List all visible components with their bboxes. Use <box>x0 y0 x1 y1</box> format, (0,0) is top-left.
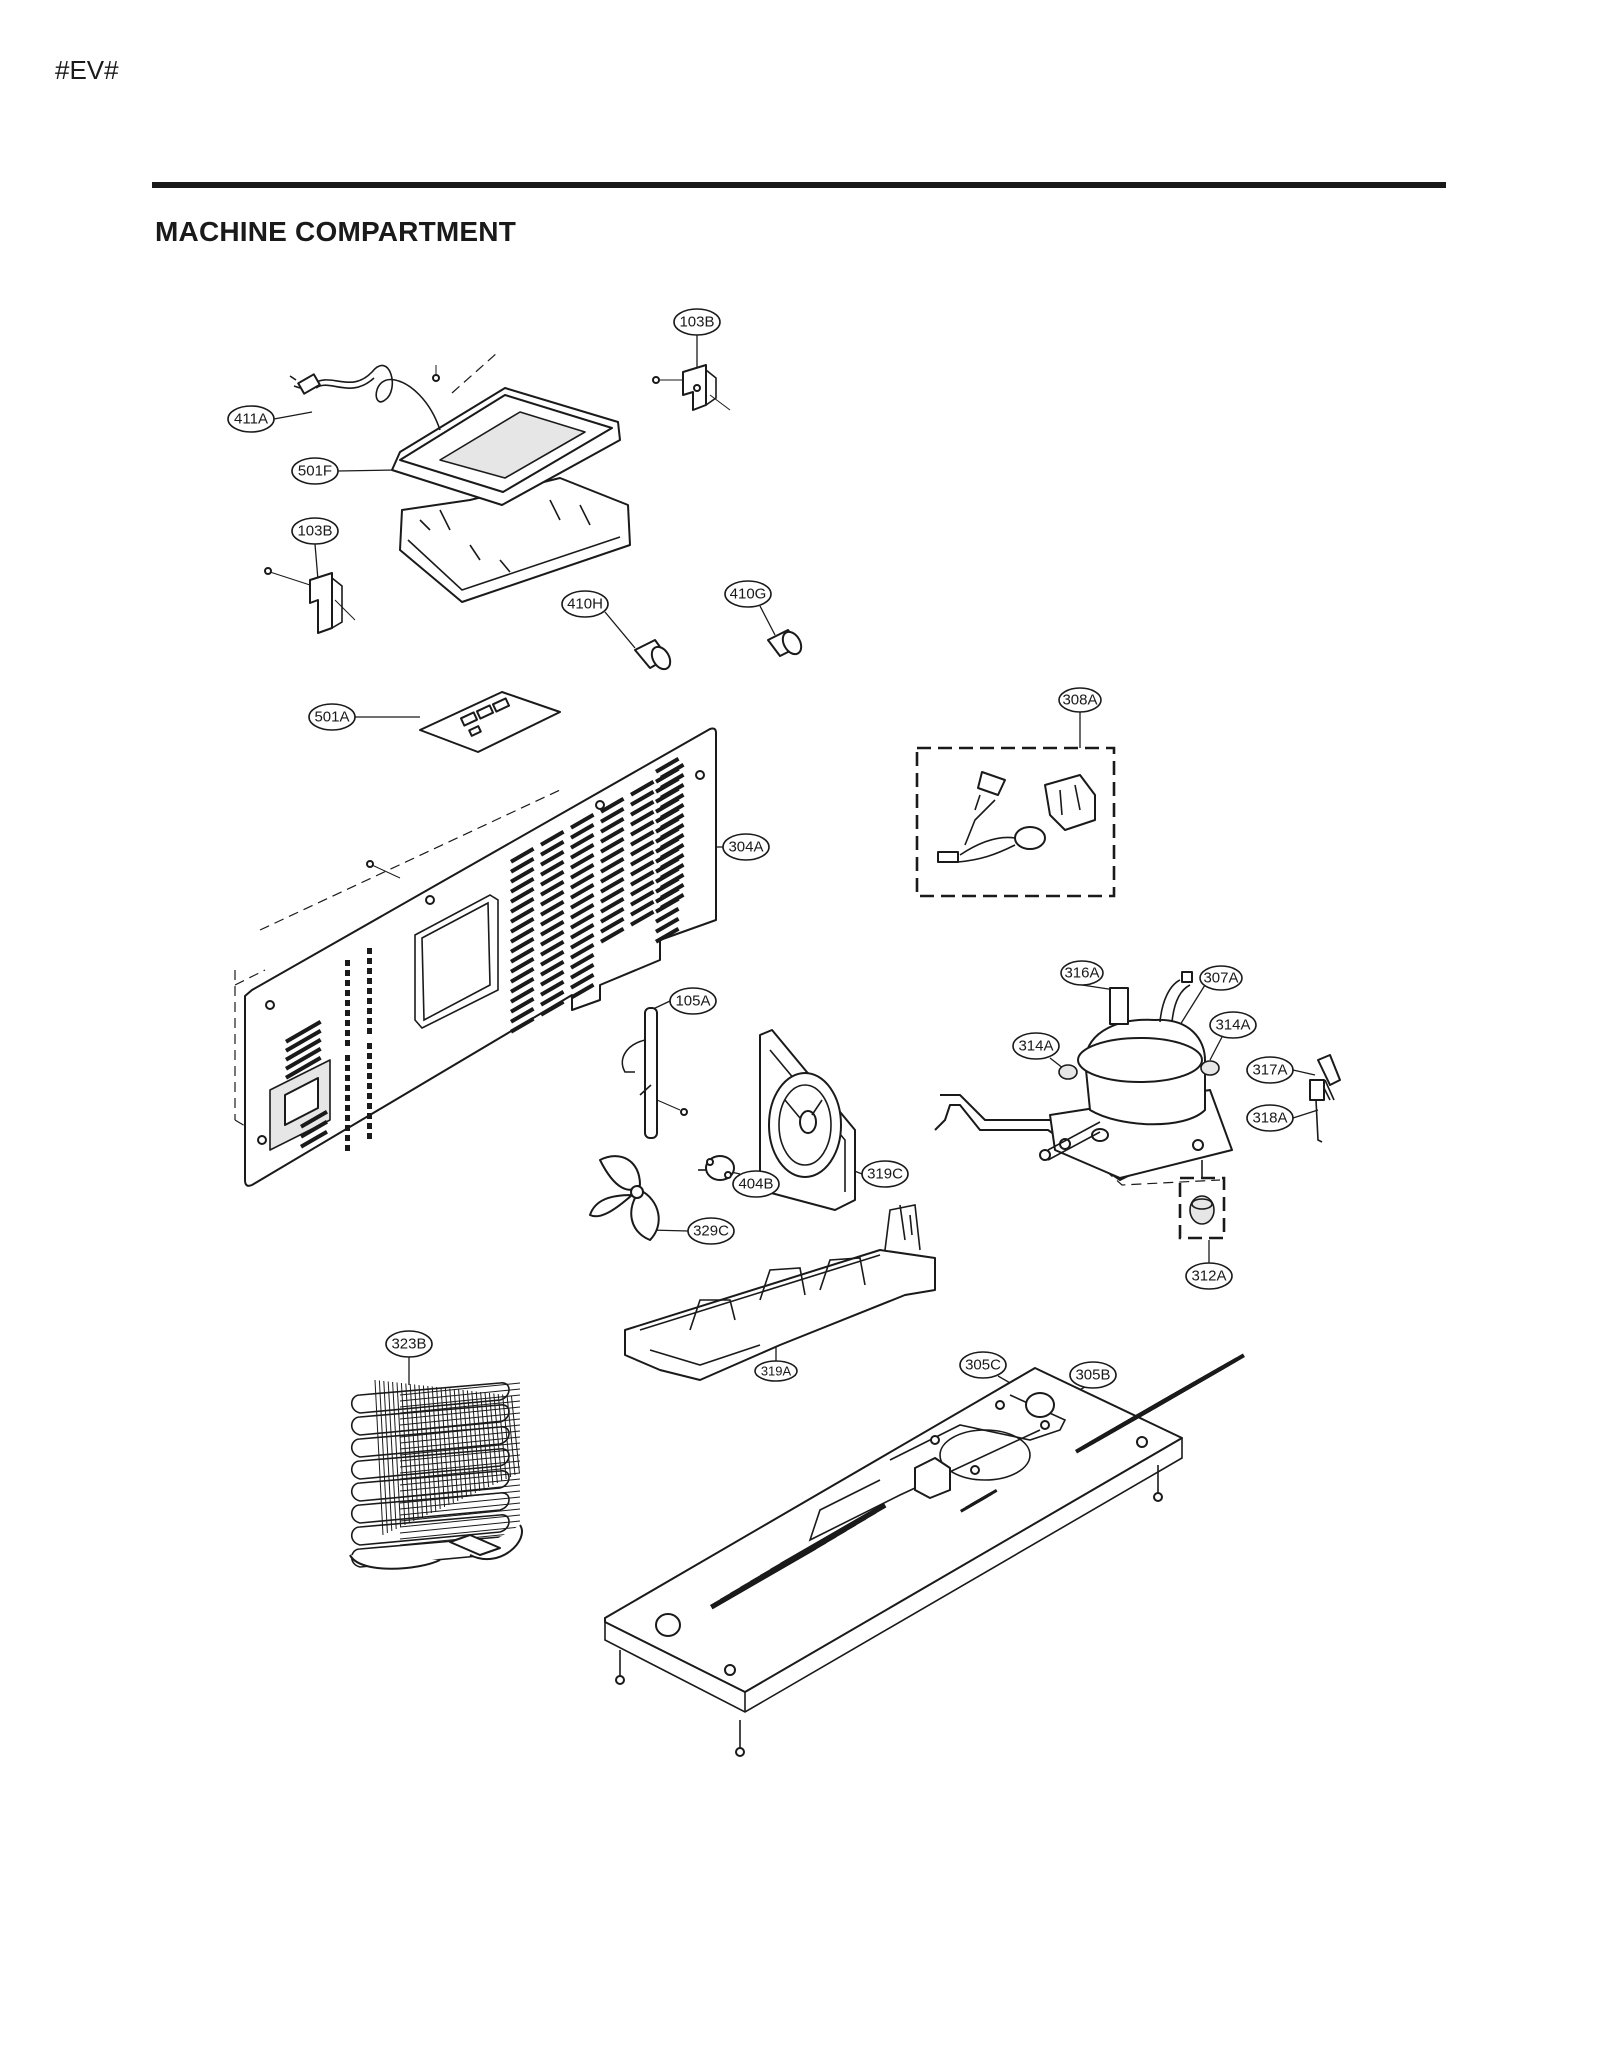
callout-317a: 317A <box>1246 1056 1294 1084</box>
svg-text:411A: 411A <box>234 411 268 428</box>
svg-text:103B: 103B <box>679 314 714 331</box>
bracket-part-lower <box>264 567 356 634</box>
svg-text:319C: 319C <box>867 1166 903 1183</box>
cap-part-410g <box>767 629 803 657</box>
callout-404b: 404B <box>732 1170 780 1198</box>
svg-text:319A: 319A <box>761 1364 792 1379</box>
relay-ptc-part <box>1309 1054 1341 1143</box>
callout-319a: 319A <box>754 1360 798 1382</box>
svg-text:308A: 308A <box>1062 692 1097 709</box>
svg-text:314A: 314A <box>1215 1017 1250 1034</box>
power-cord-part <box>289 364 441 431</box>
callout-316a: 316A <box>1060 960 1104 986</box>
callout-314a-right: 314A <box>1209 1011 1257 1039</box>
label-plate-part <box>419 691 561 753</box>
svg-text:307A: 307A <box>1203 970 1238 987</box>
page-tag: #EV# <box>55 55 119 85</box>
base-plate-part <box>604 1353 1245 1757</box>
section-title: MACHINE COMPARTMENT <box>155 216 517 247</box>
fan-blade-part <box>589 1155 660 1241</box>
leader-lines <box>273 335 1319 1406</box>
callout-308a: 308A <box>1058 687 1102 713</box>
callout-103b-lower: 103B <box>291 517 339 545</box>
fan-motor-part <box>698 1155 735 1181</box>
callout-318a: 318A <box>1246 1104 1294 1132</box>
svg-text:305C: 305C <box>965 1357 1001 1374</box>
condenser-part <box>349 1379 523 1570</box>
compressor-part <box>934 971 1233 1186</box>
callout-411a: 411A <box>227 405 275 433</box>
callout-329c: 329C <box>687 1217 735 1245</box>
callout-312a: 312A <box>1185 1262 1233 1290</box>
svg-text:318A: 318A <box>1252 1110 1287 1127</box>
callout-410h: 410H <box>561 590 609 618</box>
callout-103b-top: 103B <box>673 308 721 336</box>
svg-text:312A: 312A <box>1191 1268 1226 1285</box>
drain-pipe-part <box>621 1007 688 1139</box>
svg-text:404B: 404B <box>738 1176 773 1193</box>
callout-319c: 319C <box>861 1160 909 1188</box>
svg-text:501A: 501A <box>314 709 349 726</box>
callout-307a: 307A <box>1199 965 1243 991</box>
svg-text:105A: 105A <box>675 993 710 1010</box>
drain-tray-part <box>624 1204 936 1381</box>
fan-shroud-part <box>759 1029 856 1211</box>
svg-text:323B: 323B <box>391 1336 426 1353</box>
callout-314a-left: 314A <box>1012 1032 1060 1060</box>
part-callouts: 103B 411A 501F 103B 410H 410G 501A 304A … <box>227 308 1294 1389</box>
svg-text:410G: 410G <box>730 586 767 603</box>
grommet-kit-part <box>1178 1160 1226 1240</box>
title-rule <box>152 182 1446 188</box>
svg-text:314A: 314A <box>1018 1038 1053 1055</box>
svg-text:305B: 305B <box>1075 1367 1110 1384</box>
callout-501a: 501A <box>308 703 356 731</box>
control-box-part <box>391 352 631 603</box>
svg-text:329C: 329C <box>693 1223 729 1240</box>
overload-relay-kit-part <box>915 746 1116 898</box>
svg-text:304A: 304A <box>728 839 763 856</box>
callout-305b: 305B <box>1069 1361 1117 1389</box>
callout-323b: 323B <box>385 1330 433 1358</box>
callout-305c: 305C <box>959 1351 1007 1379</box>
callout-410g: 410G <box>724 580 772 608</box>
svg-text:317A: 317A <box>1252 1062 1287 1079</box>
bracket-part-upper <box>652 364 731 411</box>
back-cover-part <box>234 727 717 1187</box>
callout-304a: 304A <box>722 833 770 861</box>
svg-text:501F: 501F <box>298 463 332 480</box>
svg-text:316A: 316A <box>1064 965 1099 982</box>
callout-501f: 501F <box>291 457 339 485</box>
callout-105a: 105A <box>669 987 717 1015</box>
svg-text:103B: 103B <box>297 523 332 540</box>
svg-text:410H: 410H <box>567 596 603 613</box>
cap-part-410h <box>634 639 672 671</box>
